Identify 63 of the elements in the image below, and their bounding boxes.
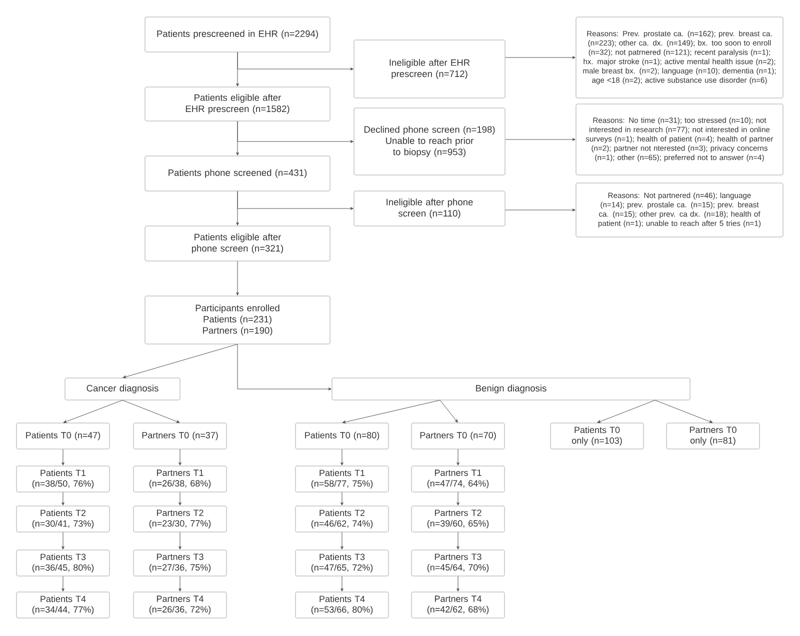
process-box: Cancer diagnosis: [64, 378, 180, 400]
process-box: Partners T2 (n=23/30, 77%): [133, 506, 227, 532]
arrow: [122, 400, 180, 423]
arrow: [62, 532, 64, 550]
process-box: Partners T2 (n=39/60, 65%): [411, 506, 505, 532]
arrow: [62, 448, 64, 466]
arrow: [504, 56, 576, 59]
arrow: [62, 492, 64, 506]
arrow: [456, 576, 460, 592]
process-box: Patients prescreened in EHR (n=2294): [144, 16, 330, 52]
arrow: [178, 576, 182, 592]
process-box: Partners T4 (n=26/36, 72%): [133, 592, 227, 618]
arrow: [236, 260, 239, 296]
arrow: [504, 138, 576, 141]
arrow: [237, 190, 354, 210]
process-box: Partners T0 only (n=81): [666, 422, 760, 450]
process-box: Ineligible after phone screen (n=110): [354, 190, 506, 226]
process-box: Patients eligible after phone screen (n=321): [144, 226, 330, 262]
process-box: Patients T0 (n=80): [295, 422, 389, 450]
process-box: Declined phone screen (n=198) Unable to reach prior to biopsy (n=953): [354, 108, 506, 176]
process-box: Partners T0 (n=70): [411, 422, 505, 450]
process-box: Patients T4 (n=34/44, 77%): [16, 592, 110, 618]
process-box: Patients T0 (n=47): [16, 422, 110, 450]
arrow: [504, 208, 576, 212]
arrow: [340, 492, 344, 506]
arrow: [440, 400, 458, 423]
arrow: [654, 400, 713, 423]
arrow: [456, 448, 460, 466]
arrow: [178, 532, 182, 550]
arrow: [237, 52, 354, 70]
process-box: Partners T0 (n=37): [133, 422, 227, 450]
process-box: Patients T1 (n=38/50, 76%): [16, 466, 110, 492]
arrow: [456, 492, 460, 506]
arrow: [178, 448, 182, 466]
arrow: [340, 448, 344, 466]
arrow: [340, 532, 344, 550]
process-box: Partners T3 (n=27/36, 75%): [133, 550, 227, 576]
process-box: Patients phone screened (n=431): [144, 156, 330, 192]
process-box: Ineligible after EHR prescreen (n=712): [354, 40, 506, 98]
process-box: Partners T1 (n=47/74, 64%): [411, 466, 505, 492]
process-box: Partners T3 (n=45/64, 70%): [411, 550, 505, 576]
arrow: [456, 532, 460, 550]
arrow: [342, 400, 440, 424]
process-box: Patients eligible after EHR prescreen (n=1582): [144, 86, 330, 122]
arrow: [340, 576, 344, 592]
process-box: Patients T2 (n=30/41, 73%): [16, 506, 110, 532]
arrow: [237, 344, 332, 390]
process-box: Patients T0 only (n=103): [550, 422, 644, 450]
arrow: [62, 576, 64, 592]
process-box: Patients T3 (n=36/45, 80%): [16, 550, 110, 576]
process-box: Benign diagnosis: [332, 378, 690, 400]
process-box: Partners T4 (n=42/62, 68%): [411, 592, 505, 618]
process-box: Patients T2 (n=46/62, 74%): [295, 506, 389, 532]
arrow: [597, 400, 656, 423]
process-box: Patients T1 (n=58/77, 75%): [295, 466, 389, 492]
arrow: [63, 400, 123, 423]
process-box: Participants enrolled Patients (n=231) Partners (n=190): [144, 296, 330, 344]
arrow: [122, 344, 238, 378]
process-box: Patients T3 (n=47/65, 72%): [295, 550, 389, 576]
process-box: Partners T1 (n=26/38, 68%): [133, 466, 227, 492]
process-box: Patients T4 (n=53/66, 80%): [295, 592, 389, 618]
arrow: [237, 120, 354, 143]
arrow: [178, 492, 182, 506]
